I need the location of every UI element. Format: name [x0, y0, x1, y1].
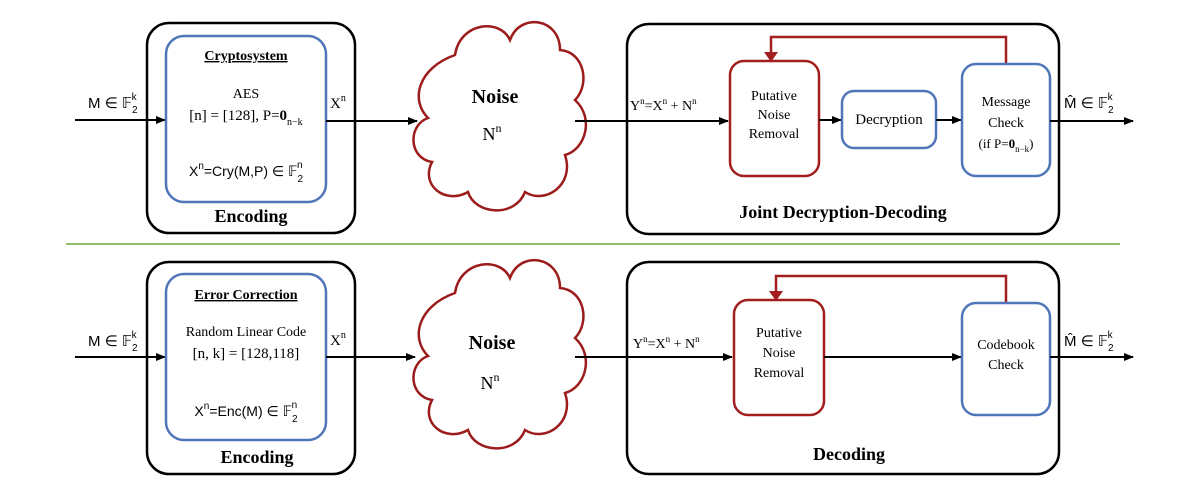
bottom-encoder-line3: Xn=Enc(M) ∈ 𝔽2n — [194, 400, 298, 425]
bottom-feedback-loop — [774, 274, 1008, 303]
top-feedback-loop — [769, 35, 1008, 64]
top-encoder-caption: Encoding — [214, 206, 287, 226]
top-channel-label: Yn=Xn + Nn — [630, 96, 697, 114]
bottom-pnr-line3: Removal — [754, 366, 805, 381]
bottom-check-line1: Codebook — [977, 338, 1035, 353]
bottom-pnr-line1: Putative — [756, 326, 802, 341]
bottom-pipeline: M ∈ 𝔽2k Error Correction Random Linear C… — [75, 258, 1134, 476]
bottom-pnr-line2: Noise — [763, 346, 796, 361]
top-encoder-line2: [n] = [128], P=0n−k — [189, 108, 302, 128]
top-check-line3: (if P=0n−k) — [978, 136, 1033, 154]
top-feedback-arrowhead — [764, 52, 778, 62]
top-pnr-box — [728, 59, 821, 178]
top-pnr-line2: Noise — [758, 108, 791, 123]
top-noise-title: Noise — [472, 86, 519, 108]
bottom-input-label: M ∈ 𝔽2k — [88, 330, 138, 354]
top-decoder-block — [625, 22, 1061, 236]
bottom-encoder-title: Error Correction — [194, 288, 297, 303]
bottom-encoder-line1: Random Linear Code — [186, 325, 307, 340]
bottom-encoder-caption: Encoding — [220, 447, 293, 467]
top-noise-symbol: Nn — [483, 121, 502, 144]
top-pnr-line1: Putative — [751, 89, 797, 104]
bottom-xn-label: Xn — [330, 330, 346, 349]
bottom-encoder-line2: [n, k] = [128,118] — [193, 346, 300, 362]
top-cryptosystem-box — [164, 34, 328, 204]
top-noise-cloud — [412, 20, 588, 212]
top-pipeline: M ∈ 𝔽2k Cryptosystem AES [n] = [128], P=… — [75, 20, 1134, 236]
top-xn-label: Xn — [330, 93, 346, 112]
top-encoder-line3: Xn=Cry(M,P) ∈ 𝔽2n — [189, 160, 303, 185]
bottom-output-label: M̂ ∈ 𝔽2k — [1064, 330, 1114, 354]
top-encoder-line1: AES — [233, 87, 259, 102]
top-check-line2: Check — [988, 116, 1024, 131]
bottom-noise-title: Noise — [469, 332, 516, 354]
bottom-channel-label: Yn=Xn + Nn — [633, 334, 700, 352]
bottom-decoder-caption: Decoding — [813, 444, 885, 464]
bottom-codebook-check-box — [960, 301, 1052, 417]
bottom-feedback-arrowhead — [769, 291, 783, 301]
top-check-line1: Message — [982, 95, 1031, 110]
top-decoder-caption: Joint Decryption-Decoding — [739, 202, 946, 222]
top-decryption-label: Decryption — [855, 112, 923, 128]
bottom-encoding-block — [145, 260, 357, 476]
top-input-label: M ∈ 𝔽2k — [88, 92, 138, 116]
top-encoding-block — [145, 21, 357, 235]
bottom-noise-symbol: Nn — [481, 370, 500, 393]
top-encoder-title: Cryptosystem — [204, 49, 288, 64]
top-output-label: M̂ ∈ 𝔽2k — [1064, 92, 1114, 116]
bottom-check-line2: Check — [988, 358, 1024, 373]
bottom-decoder-block — [625, 260, 1061, 476]
top-pnr-line3: Removal — [749, 127, 800, 142]
bottom-noise-cloud — [412, 258, 588, 450]
